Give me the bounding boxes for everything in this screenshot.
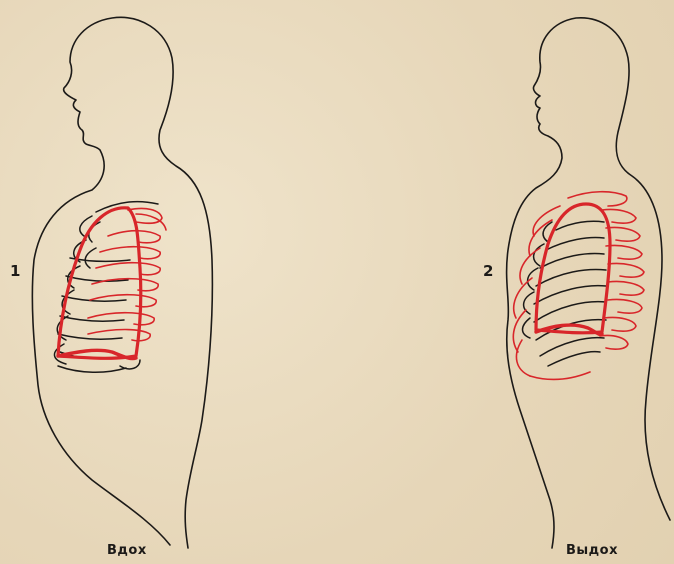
caption-inhale: Вдох: [107, 543, 147, 558]
figure-exhale: [507, 18, 670, 548]
figure-number-1: 1: [10, 262, 20, 280]
body-silhouette-inhale: [32, 17, 212, 548]
body-silhouette-exhale: [507, 18, 670, 548]
ribs-red-exhale: [513, 192, 644, 380]
caption-exhale: Выдох: [566, 543, 618, 558]
figure-inhale: [32, 17, 212, 548]
ribs-black-exhale: [523, 221, 607, 366]
figure-number-2: 2: [483, 262, 493, 280]
